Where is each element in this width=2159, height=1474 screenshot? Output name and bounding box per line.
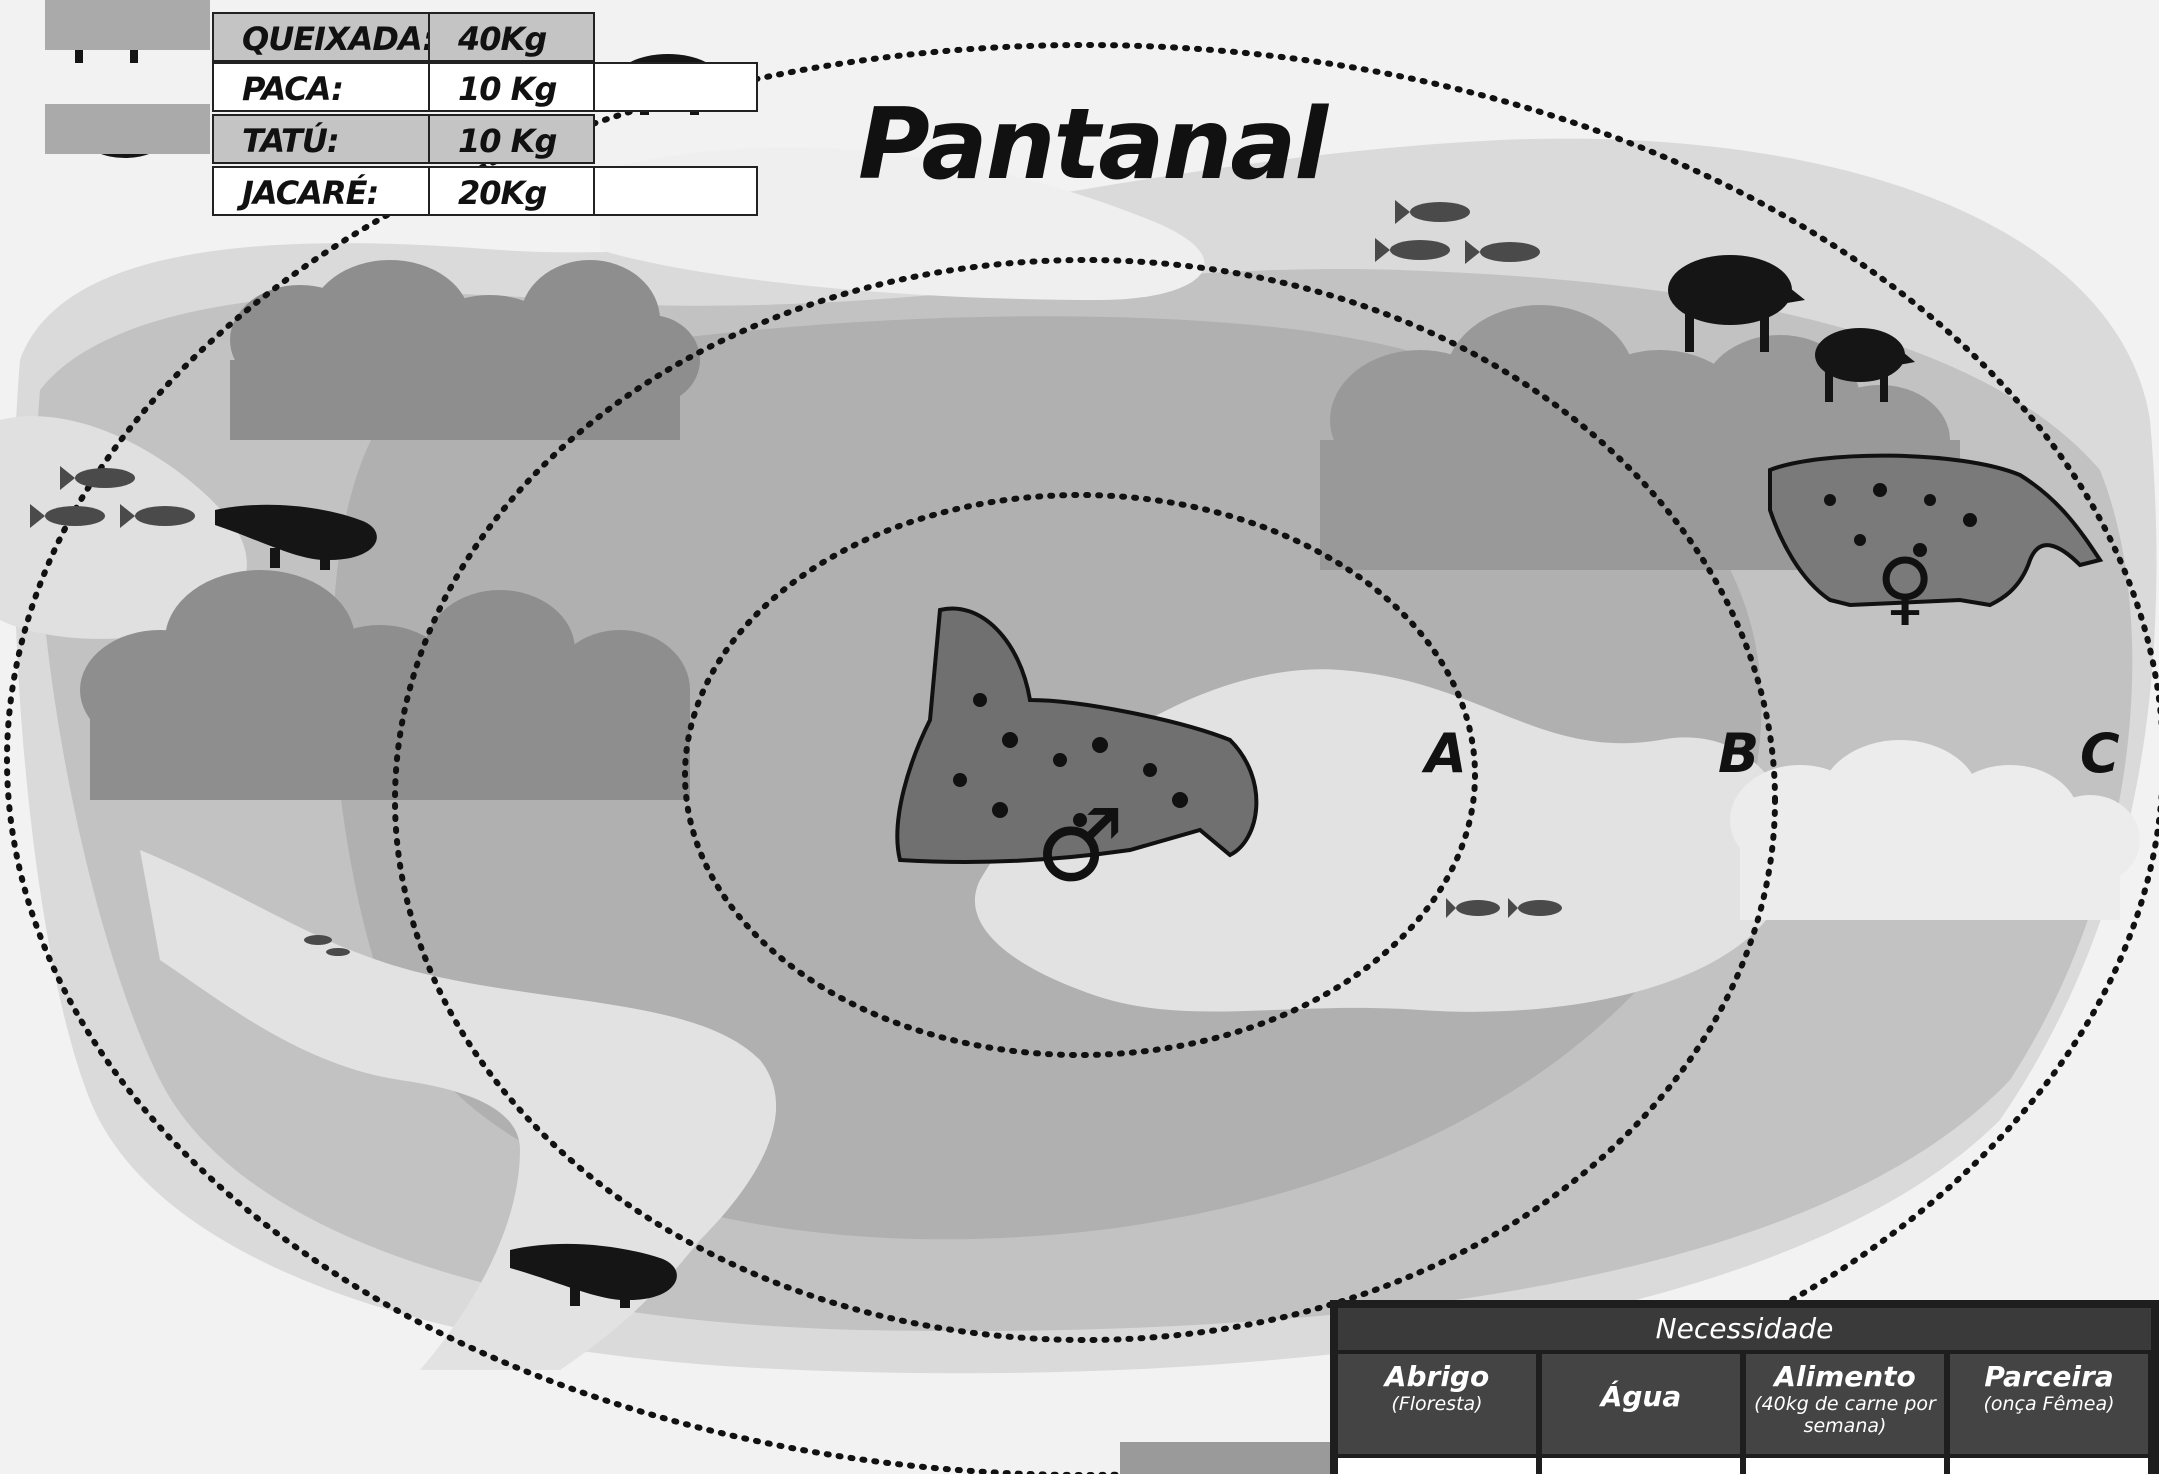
column-label: Parceira xyxy=(1984,1360,2114,1393)
female-jaguar xyxy=(1768,453,2104,608)
prey-icon-cell xyxy=(593,62,758,112)
prey-weight: 40Kg xyxy=(428,12,595,62)
forest-top-left xyxy=(230,260,700,440)
ring-label-a: A xyxy=(1425,722,1467,785)
ring-label-b: B xyxy=(1718,722,1760,785)
needs-column-parceira: Parceira (onça Fêmea) xyxy=(1950,1354,2148,1454)
prey-name: JACARÉ: xyxy=(212,166,430,216)
river xyxy=(140,850,777,1370)
fish-icon xyxy=(1446,898,1562,918)
fish-icon xyxy=(304,935,350,956)
needs-table: Necessidade Abrigo (Floresta) Água Alime… xyxy=(1330,1300,2159,1474)
needs-column-alimento: Alimento (40kg de carne por semana) xyxy=(1746,1354,1944,1454)
column-label: Alimento xyxy=(1774,1360,1916,1393)
peccary-icon xyxy=(1815,328,1915,402)
fish-icon xyxy=(1375,200,1540,264)
needs-header: Necessidade xyxy=(1338,1308,2151,1350)
needs-cell[interactable] xyxy=(1338,1458,1536,1474)
needs-cell[interactable] xyxy=(1542,1458,1740,1474)
prey-weight: 10 Kg xyxy=(428,62,595,112)
male-symbol: ♂ xyxy=(1035,787,1125,904)
forest-far-right xyxy=(1730,740,2140,920)
column-sub: (Floresta) xyxy=(1391,1393,1483,1415)
prey-icon-cell xyxy=(593,166,758,216)
prey-name: QUEIXADA: xyxy=(212,12,435,62)
female-symbol: ♀ xyxy=(1876,541,1935,634)
male-jaguar xyxy=(895,606,1259,864)
needs-cell[interactable] xyxy=(1950,1458,2148,1474)
fish-icon xyxy=(30,466,195,528)
needs-column-abrigo: Abrigo (Floresta) xyxy=(1338,1354,1536,1454)
ring-a xyxy=(682,492,1478,1058)
peccary-icon xyxy=(1668,255,1805,352)
needs-cell[interactable] xyxy=(1746,1458,1944,1474)
prey-name: PACA: xyxy=(212,62,430,112)
forest-left xyxy=(80,570,690,800)
column-sub: (40kg de carne por semana) xyxy=(1754,1393,1936,1437)
ring-label-c: C xyxy=(2080,722,2120,785)
prey-band xyxy=(45,0,210,50)
ring-c xyxy=(4,42,2159,1474)
ring-b xyxy=(392,257,1778,1343)
needs-column-agua: Água xyxy=(1542,1354,1740,1454)
caiman-icon xyxy=(510,1243,677,1308)
prey-name: TATÚ: xyxy=(212,114,430,164)
prey-weight: 20Kg xyxy=(428,166,595,216)
column-label: Água xyxy=(1600,1380,1682,1413)
prey-weight: 10 Kg xyxy=(428,114,595,164)
prey-band xyxy=(45,104,210,154)
row-marker-cell xyxy=(1120,1442,1330,1474)
column-label: Abrigo xyxy=(1384,1360,1490,1393)
map-title: Pantanal xyxy=(858,88,1328,202)
caiman-icon xyxy=(215,504,377,570)
column-sub: (onça Fêmea) xyxy=(1983,1393,2115,1415)
